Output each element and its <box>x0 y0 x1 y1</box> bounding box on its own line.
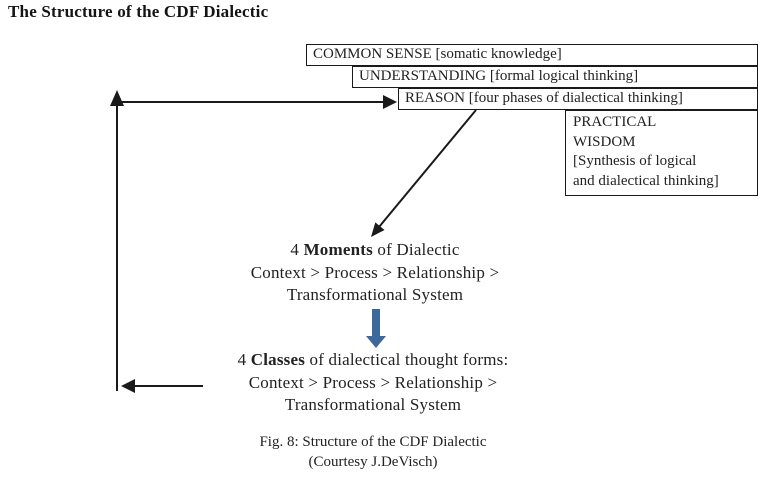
practical-wisdom-box: PRACTICAL WISDOM [Synthesis of logical a… <box>565 110 758 196</box>
classes-term: Classes <box>250 350 306 369</box>
practical-wisdom-line-1: PRACTICAL <box>573 114 657 130</box>
classes-heading: 4 Classes of dialectical thought forms: <box>173 349 573 372</box>
practical-wisdom-line-3: [Synthesis of logical <box>573 153 697 169</box>
classes-count: 4 <box>237 350 251 369</box>
left-arrowhead-icon <box>121 379 135 393</box>
classes-sequence-line: Context > Process > Relationship > <box>248 372 498 392</box>
practical-wisdom-line-4: and dialectical thinking] <box>573 172 719 189</box>
reason-box: REASON [four phases of dialectical think… <box>398 88 758 110</box>
understanding-box: UNDERSTANDING [formal logical thinking] <box>352 66 758 88</box>
classes-sequence-line-2: Transformational System <box>284 395 462 414</box>
figure-caption: Fig. 8: Structure of the CDF Dialectic (… <box>173 432 573 472</box>
moments-sequence-line-2: Transformational System <box>286 285 464 304</box>
moments-to-classes-arrow-icon <box>366 309 386 348</box>
classes-rest: of dialectical thought forms: <box>305 350 509 369</box>
moments-heading: 4 Moments of Dialectic <box>175 239 575 262</box>
classes-block: 4 Classes of dialectical thought forms: … <box>173 349 573 417</box>
moments-sequence-line: Context > Process > Relationship > <box>250 262 500 282</box>
reason-to-moments-line <box>378 109 477 228</box>
moments-term: Moments <box>303 240 373 259</box>
up-arrowhead-icon <box>110 90 124 106</box>
diagonal-arrowhead-icon <box>371 222 385 237</box>
moments-block: 4 Moments of Dialectic Context > Process… <box>175 239 575 307</box>
page-title: The Structure of the CDF Dialectic <box>8 2 269 21</box>
caption-line-2: (Courtesy J.DeVisch) <box>308 454 438 470</box>
right-arrowhead-icon <box>383 95 397 109</box>
moments-rest: of Dialectic <box>372 240 460 259</box>
practical-wisdom-line-2: WISDOM <box>573 133 636 150</box>
common-sense-box: COMMON SENSE [somatic knowledge] <box>306 44 758 66</box>
caption-line-1: Fig. 8: Structure of the CDF Dialectic <box>259 434 487 450</box>
moments-count: 4 <box>290 240 304 259</box>
